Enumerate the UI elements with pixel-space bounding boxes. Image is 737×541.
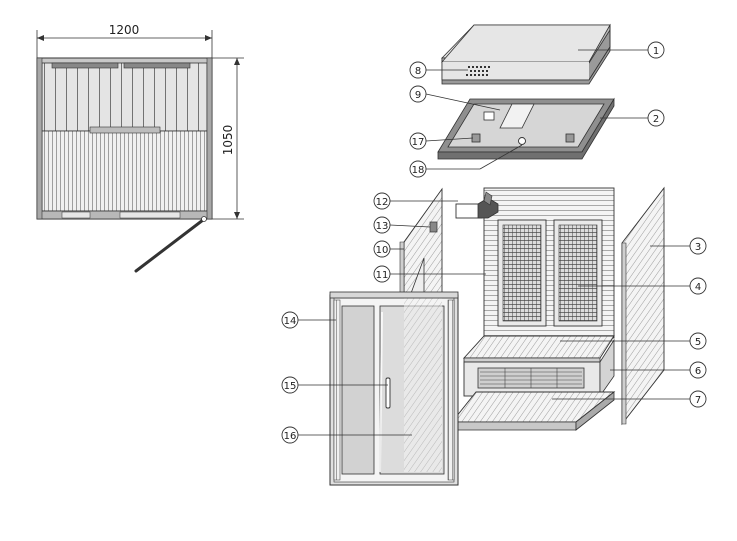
- callout-16-label: 16: [284, 431, 297, 442]
- callout-5-label: 5: [695, 337, 701, 348]
- callout-2: 2: [647, 109, 665, 127]
- side-vent: [429, 221, 438, 233]
- callout-3: 3: [689, 237, 707, 255]
- callout-4: 4: [689, 277, 707, 295]
- ceiling-frame: [437, 97, 615, 160]
- plan-door: [134, 218, 205, 273]
- callout-15-label: 15: [284, 381, 297, 392]
- callout-6-label: 6: [695, 366, 701, 377]
- width-label: 1200: [109, 23, 140, 37]
- depth-label: 1050: [221, 125, 235, 156]
- leader-lines: [298, 49, 690, 436]
- width-dimension: 1200: [36, 23, 213, 60]
- callout-14-label: 14: [284, 316, 297, 327]
- callout-8-label: 8: [415, 66, 421, 77]
- callout-13: 13: [373, 216, 391, 234]
- bench: [462, 335, 615, 398]
- callout-8: 8: [409, 61, 427, 79]
- callout-2-label: 2: [653, 114, 659, 125]
- callout-12-label: 12: [376, 197, 389, 208]
- callout-17-label: 17: [412, 137, 425, 148]
- back-wall: [455, 187, 615, 339]
- callout-7: 7: [689, 390, 707, 408]
- callout-14: 14: [281, 311, 299, 329]
- callout-11-label: 11: [376, 270, 389, 281]
- right-side-wall: [621, 186, 665, 426]
- callout-13-label: 13: [376, 221, 389, 232]
- floor: [451, 391, 616, 431]
- callout-3-label: 3: [695, 242, 701, 253]
- plan-view: 1200 1050: [36, 23, 244, 273]
- callout-15: 15: [281, 376, 299, 394]
- callout-16: 16: [281, 426, 299, 444]
- callout-9: 9: [409, 85, 427, 103]
- depth-dimension: 1050: [212, 57, 244, 220]
- front-wall: [329, 291, 459, 486]
- callout-12: 12: [373, 192, 391, 210]
- plan-floor: [41, 130, 208, 212]
- callout-1-label: 1: [653, 46, 659, 57]
- callout-10: 10: [373, 240, 391, 258]
- callout-10-label: 10: [376, 245, 389, 256]
- callout-9-label: 9: [415, 90, 421, 101]
- plan-bench: [41, 62, 208, 132]
- callout-18: 18: [409, 160, 427, 178]
- callout-5: 5: [689, 332, 707, 350]
- callout-1: 1: [647, 41, 665, 59]
- callout-6: 6: [689, 361, 707, 379]
- door-handle: [385, 377, 391, 409]
- callout-18-label: 18: [412, 165, 425, 176]
- callout-4-label: 4: [695, 282, 701, 293]
- callout-7-label: 7: [695, 395, 701, 406]
- callout-11: 11: [373, 265, 391, 283]
- glass-panel-left: [341, 305, 375, 475]
- callout-17: 17: [409, 132, 427, 150]
